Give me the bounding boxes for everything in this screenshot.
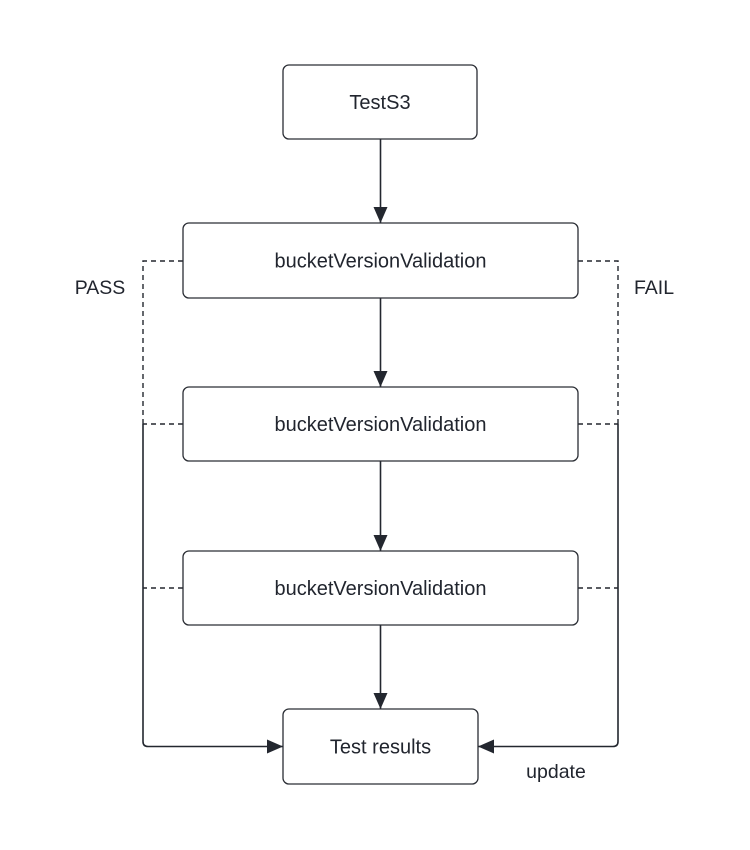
edge-label-pass: PASS [75, 277, 126, 299]
node-results: Test results [282, 708, 479, 785]
node-box-validation-1 [182, 222, 579, 299]
node-validation-1: bucketVersionValidation [182, 222, 579, 299]
edge-update-solid-arrow-to-results [478, 424, 619, 754]
node-validation-2: bucketVersionValidation [182, 386, 579, 462]
node-box-tests3 [282, 64, 478, 140]
node-label-results: Test results [330, 737, 431, 759]
node-box-validation-2 [182, 386, 579, 462]
node-box-validation-3 [182, 550, 579, 626]
edge-fail-dashed-segment [578, 260, 619, 424]
node-label-tests3: TestS3 [349, 92, 410, 114]
node-validation-3: bucketVersionValidation [182, 550, 579, 626]
edge-pass-dashed-segment [142, 260, 183, 424]
node-box-results [282, 708, 479, 785]
edge-pass-solid-arrow-to-results [142, 424, 283, 754]
node-label-validation-3: bucketVersionValidation [275, 578, 487, 600]
edge-label-update: update [526, 761, 586, 783]
edge-label-fail: FAIL [634, 277, 674, 299]
node-label-validation-2: bucketVersionValidation [275, 414, 487, 436]
node-tests3: TestS3 [282, 64, 478, 140]
node-label-validation-1: bucketVersionValidation [275, 251, 487, 273]
